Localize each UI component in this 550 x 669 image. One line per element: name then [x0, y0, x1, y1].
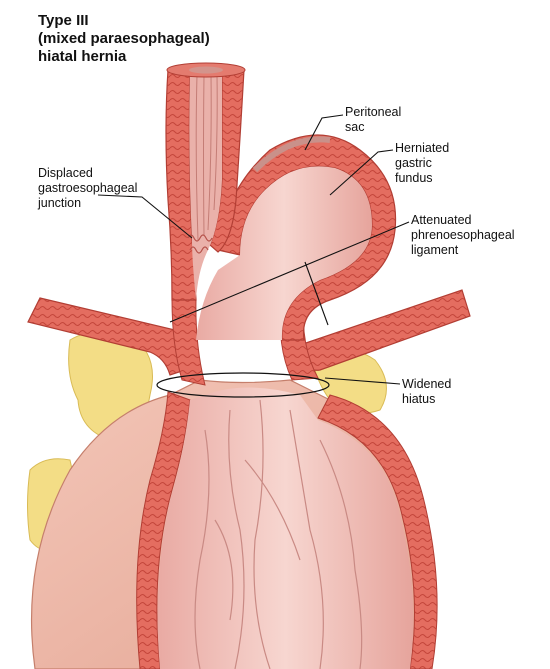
label-displaced-gej: Displaced gastroesophageal junction [38, 166, 137, 211]
label-attenuated-ligament-line-1: Attenuated [411, 213, 472, 227]
label-widened-hiatus-line-1: Widened [402, 377, 452, 391]
label-peritoneal-sac-line-1: Peritoneal [345, 105, 402, 119]
title-line-1: Type III [38, 12, 89, 29]
fundus-mucosa [196, 166, 372, 340]
label-attenuated-ligament: Attenuated phrenoesophageal ligament [411, 213, 515, 258]
label-displaced-gej-line-1: Displaced [38, 166, 93, 180]
leader-lines [97, 114, 410, 385]
label-peritoneal-sac-line-2: sac [345, 120, 365, 134]
title-line-2: (mixed paraesophageal) [38, 30, 210, 47]
mucosal-folds [194, 399, 363, 669]
label-attenuated-ligament-line-2: phrenoesophageal [411, 228, 515, 242]
stomach-wall-left [136, 391, 191, 669]
stomach-wall-right [317, 394, 438, 669]
figure-title: Type III (mixed paraesophageal) hiatal h… [38, 12, 210, 66]
label-displaced-gej-line-3: junction [38, 196, 82, 210]
title-line-3: hiatal hernia [38, 48, 127, 65]
label-herniated-fundus-line-1: Herniated [395, 141, 450, 155]
widened-hiatus-ring [156, 372, 330, 398]
esophagus-folds [195, 74, 218, 241]
stomach-mucosa [157, 387, 414, 669]
label-widened-hiatus: Widened hiatus [402, 377, 451, 407]
label-peritoneal-sac: Peritoneal sac [345, 105, 401, 135]
gej-z-line [187, 234, 213, 254]
label-herniated-fundus-line-2: gastric [395, 156, 432, 170]
label-herniated-fundus-line-3: fundus [395, 171, 433, 185]
label-displaced-gej-line-2: gastroesophageal [38, 181, 138, 195]
label-attenuated-ligament-line-3: ligament [411, 243, 459, 257]
esophagus-lumen [189, 70, 222, 300]
peritoneal-sac [252, 136, 331, 173]
label-widened-hiatus-line-2: hiatus [402, 392, 436, 406]
hiatal-neck-wall [171, 299, 206, 386]
label-herniated-fundus: Herniated gastric fundus [395, 141, 449, 186]
